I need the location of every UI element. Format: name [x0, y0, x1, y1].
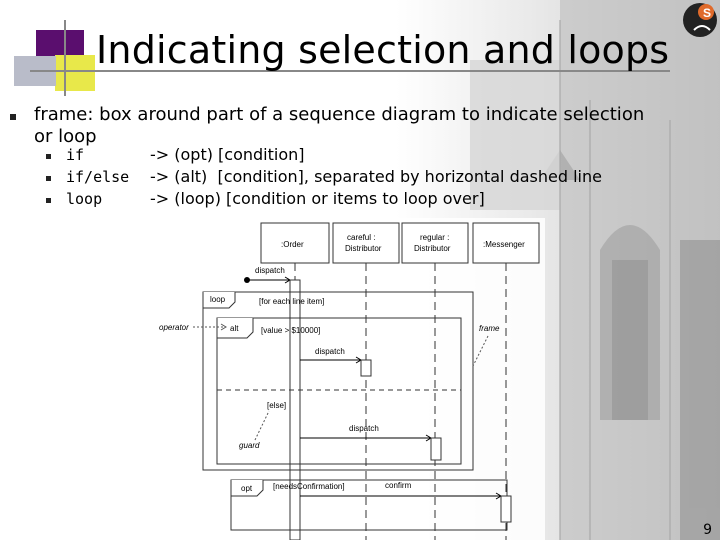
activation-messenger [501, 496, 511, 522]
lifeline-label-order: :Order [281, 240, 304, 249]
sub-item-keyword: if [66, 146, 84, 164]
sub-bullet-marker [46, 198, 51, 203]
sub-item-text: -> (loop) [condition or items to loop ov… [150, 189, 485, 208]
lifeline-label-regular: regular : [420, 233, 449, 242]
lifeline-head-regular [402, 223, 468, 263]
dispatch-1-label: dispatch [315, 347, 345, 356]
lifeline-label-careful-2: Distributor [345, 244, 382, 253]
deco-yellow-square [55, 55, 95, 91]
dispatch-2-label: dispatch [349, 424, 379, 433]
lifeline-label-careful: careful : [347, 233, 375, 242]
sequence-diagram: :Order careful : Distributor regular : D… [155, 218, 545, 540]
loop-condition: [for each line item] [259, 297, 324, 306]
logo-icon: S [676, 0, 720, 44]
sub-item-text: -> (opt) [condition] [150, 145, 305, 164]
operator-label: operator [159, 323, 189, 332]
lifeline-label-regular-2: Distributor [414, 244, 451, 253]
guard-label: guard [239, 441, 260, 450]
activation-regular [431, 438, 441, 460]
sub-bullet-marker [46, 176, 51, 181]
lifeline-label-messenger: :Messenger [483, 240, 525, 249]
deco-vertical-line [64, 20, 66, 96]
else-condition: [else] [267, 401, 286, 410]
svg-text:S: S [703, 6, 711, 20]
activation-careful [361, 360, 371, 376]
frame-label: frame [479, 324, 500, 333]
sub-item-text: -> (alt) [condition], separated by horiz… [150, 167, 602, 186]
main-bullet-text: frame: box around part of a sequence dia… [34, 104, 654, 148]
sub-item-keyword: loop [66, 190, 102, 208]
lifeline-head-careful [333, 223, 399, 263]
alt-tag: alt [230, 324, 239, 333]
bullet-marker [10, 114, 16, 120]
alt-condition: [value > $10000] [261, 326, 320, 335]
opt-tag: opt [241, 484, 253, 493]
sub-bullet-marker [46, 154, 51, 159]
loop-tag: loop [210, 295, 226, 304]
confirm-label: confirm [385, 481, 412, 490]
sub-item-keyword: if/else [66, 168, 129, 186]
page-number: 9 [703, 522, 712, 538]
dispatch-top-label: dispatch [255, 266, 285, 275]
opt-condition: [needsConfirmation] [273, 482, 345, 491]
slide-title: Indicating selection and loops [96, 28, 669, 72]
activation-order [290, 280, 300, 540]
